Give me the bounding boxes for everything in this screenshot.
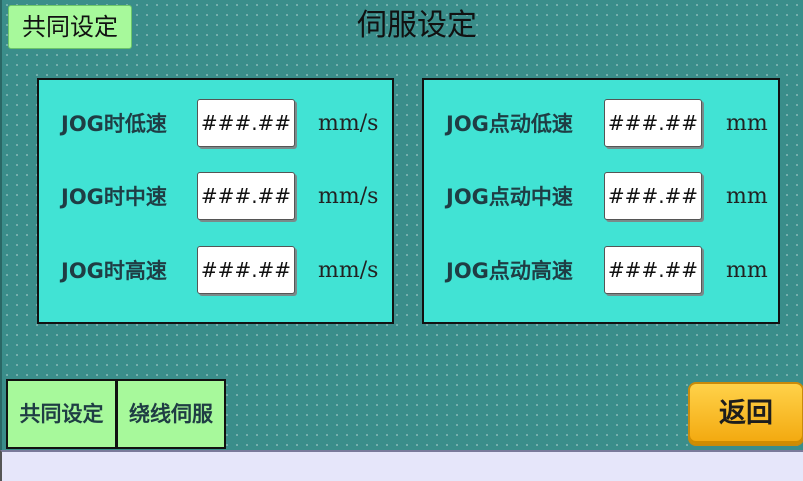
jog-time-high-unit: mm/s <box>318 258 379 283</box>
jog-time-mid-label: JOG时中速 <box>61 185 167 209</box>
jog-inch-high-label: JOG点动高速 <box>446 259 573 283</box>
back-button[interactable]: 返回 <box>688 382 803 446</box>
jog-time-low-row: JOG时低速 ###.## mm/s <box>39 99 392 149</box>
page-title: 伺服设定 <box>357 8 477 43</box>
jog-inch-low-row: JOG点动低速 ###.## mm <box>424 99 778 149</box>
hmi-screen: 共同设定 伺服设定 JOG时低速 ###.## mm/s JOG时中速 ###.… <box>0 0 803 450</box>
jog-time-low-unit: mm/s <box>318 111 379 136</box>
status-strip <box>0 450 803 481</box>
jog-inch-high-input[interactable]: ###.## <box>604 246 702 294</box>
jog-inch-mid-input[interactable]: ###.## <box>604 172 702 220</box>
tab-common-settings[interactable]: 共同设定 <box>6 379 117 449</box>
tab-winding-servo[interactable]: 绕线伺服 <box>116 379 226 449</box>
jog-inch-mid-label: JOG点动中速 <box>446 185 573 209</box>
section-badge: 共同设定 <box>8 5 132 49</box>
jog-time-high-input[interactable]: ###.## <box>197 246 295 294</box>
jog-inch-low-input[interactable]: ###.## <box>604 99 702 147</box>
jog-time-high-label: JOG时高速 <box>61 259 167 283</box>
jog-inch-low-unit: mm <box>726 111 768 136</box>
jog-time-panel: JOG时低速 ###.## mm/s JOG时中速 ###.## mm/s JO… <box>37 78 394 324</box>
jog-time-high-row: JOG时高速 ###.## mm/s <box>39 246 392 296</box>
jog-inch-mid-unit: mm <box>726 184 768 209</box>
jog-time-mid-unit: mm/s <box>318 184 379 209</box>
jog-inch-mid-row: JOG点动中速 ###.## mm <box>424 172 778 222</box>
jog-inch-panel: JOG点动低速 ###.## mm JOG点动中速 ###.## mm JOG点… <box>422 78 780 324</box>
jog-inch-low-label: JOG点动低速 <box>446 112 573 136</box>
jog-inch-high-row: JOG点动高速 ###.## mm <box>424 246 778 296</box>
jog-time-low-input[interactable]: ###.## <box>197 99 295 147</box>
jog-time-mid-input[interactable]: ###.## <box>197 172 295 220</box>
jog-time-mid-row: JOG时中速 ###.## mm/s <box>39 172 392 222</box>
jog-time-low-label: JOG时低速 <box>61 112 167 136</box>
jog-inch-high-unit: mm <box>726 258 768 283</box>
